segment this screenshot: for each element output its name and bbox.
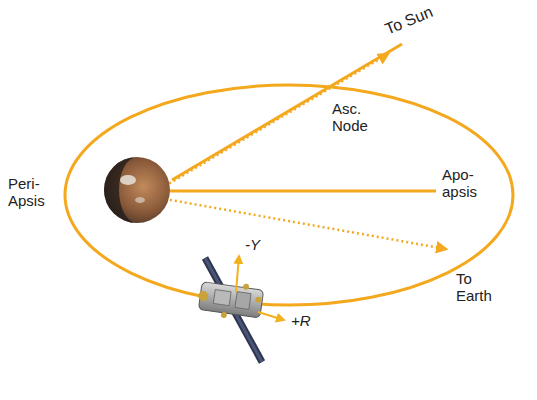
apsis-line	[170, 190, 436, 193]
apsis-label: Peri- Apsis	[8, 175, 45, 210]
earth-vector	[165, 199, 446, 249]
apsis-label: Apo- apsis	[442, 166, 477, 201]
axis-label: +R	[291, 312, 311, 329]
node-label: Asc. Node	[332, 100, 368, 135]
mars-globe	[104, 157, 170, 223]
direction-label: To Earth	[456, 270, 492, 305]
sun-vector	[165, 54, 388, 186]
r-axis-arrow	[258, 312, 284, 320]
axis-label: -Y	[245, 236, 260, 253]
y-axis-arrow	[236, 256, 239, 292]
node-line	[172, 44, 402, 180]
spacecraft	[196, 258, 265, 362]
direction-label: To Sun	[383, 3, 436, 39]
orbit-ellipse	[65, 85, 513, 305]
